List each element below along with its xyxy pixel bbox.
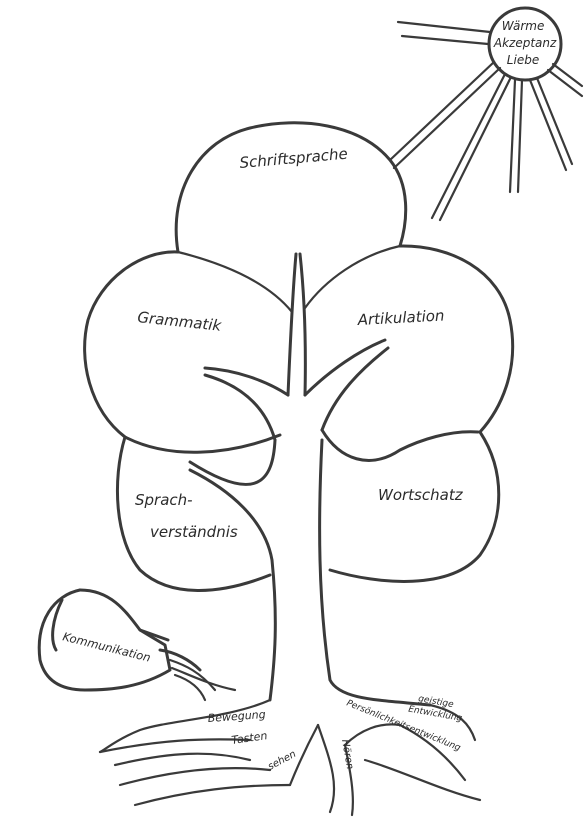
label-artikulation: Artikulation <box>356 306 445 329</box>
divider-right <box>305 246 400 308</box>
lobe-schriftsprache <box>176 123 406 252</box>
label-sprachverstaendnis-line-2: verständnis <box>150 523 238 541</box>
label-tasten: Tasten <box>231 729 269 747</box>
label-schriftsprache: Schriftsprache <box>239 145 349 172</box>
tree-crown <box>85 123 513 591</box>
watering-can <box>39 590 235 700</box>
lobe-artikulation <box>400 246 513 432</box>
lobe-sprachverstaendnis <box>117 437 270 591</box>
divider-left <box>178 252 292 312</box>
label-kommunikation: Kommunikation <box>61 629 152 664</box>
label-sprachverstaendnis: Sprach- verständnis <box>135 491 238 541</box>
sun-line-3: Liebe <box>507 53 539 67</box>
label-geistige-entwicklung: geistige Entwicklung <box>407 693 465 724</box>
label-hoeren: Hören <box>339 739 355 771</box>
label-sehen: sehen <box>266 749 298 773</box>
sun-text: Wärme Akzeptanz Liebe <box>493 19 560 67</box>
sun-line-1: Wärme <box>502 19 545 33</box>
lobe-wortschatz <box>330 432 499 581</box>
lobe-grammatik <box>85 252 280 452</box>
sun: Wärme Akzeptanz Liebe <box>390 8 582 220</box>
label-sprachverstaendnis-line-1: Sprach- <box>135 491 193 509</box>
sun-rays <box>390 22 582 220</box>
label-grammatik: Grammatik <box>137 308 224 335</box>
label-wortschatz: Wortschatz <box>378 486 464 504</box>
sun-line-2: Akzeptanz <box>493 36 557 50</box>
label-bewegung: Bewegung <box>207 708 266 725</box>
